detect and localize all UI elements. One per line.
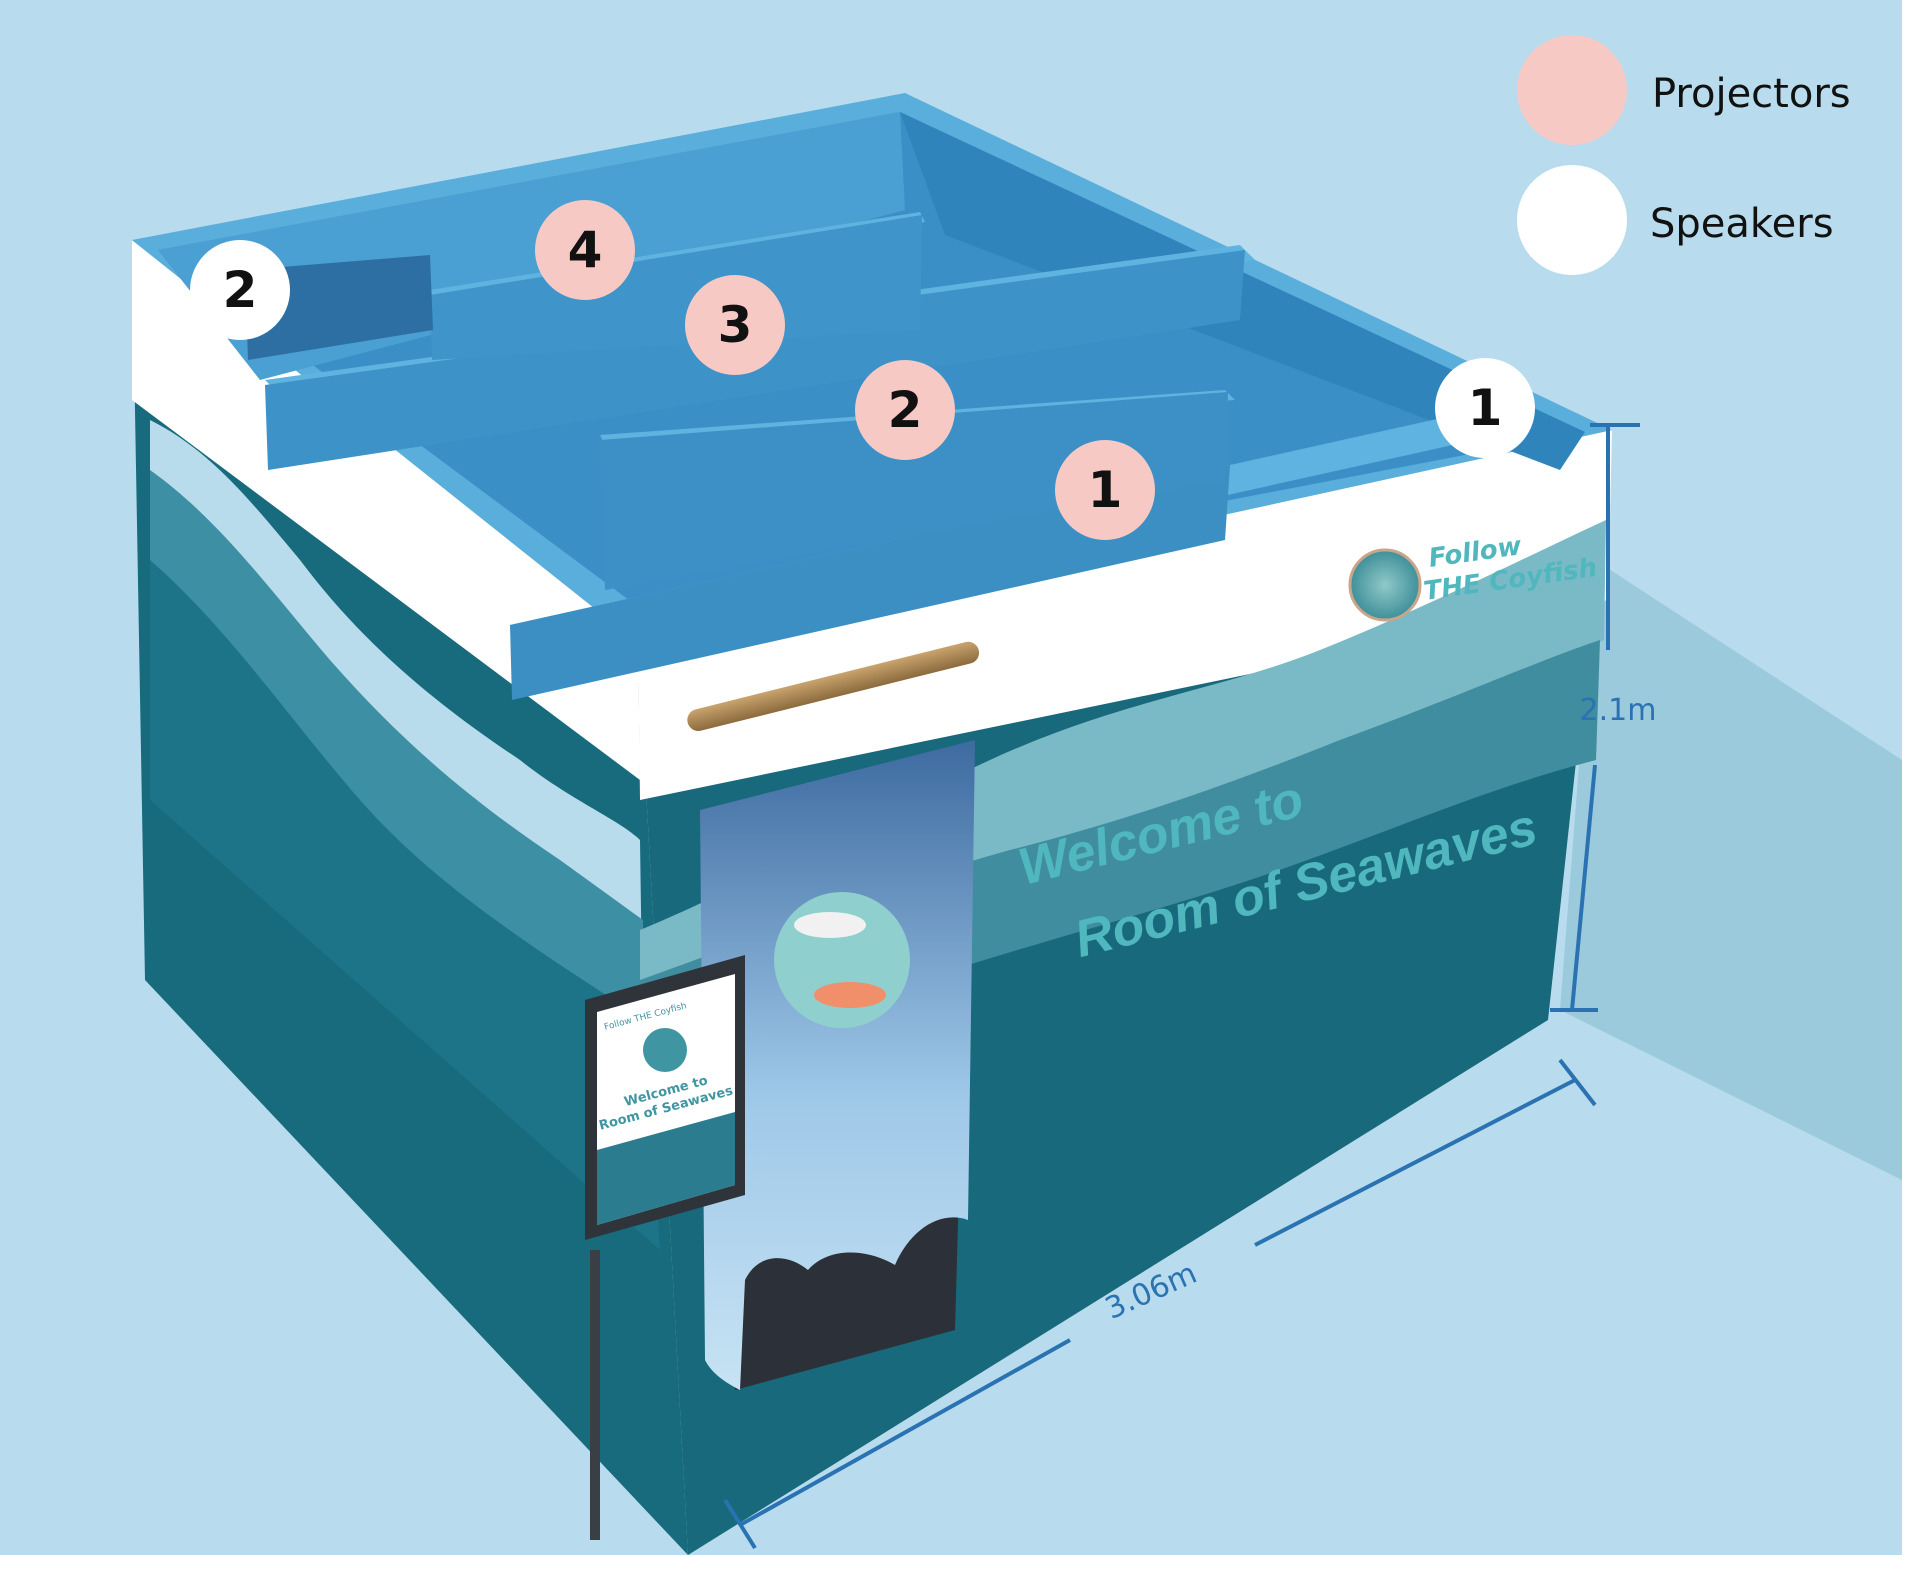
left-wall-wave-dark [150, 560, 660, 1250]
floor-shadow [1560, 560, 1902, 1180]
info-sign: Follow THE Coyfish Welcome to Room of Se… [585, 955, 745, 1540]
width-dimension-cap-right [1558, 1058, 1597, 1107]
speaker-2-panel [245, 255, 433, 360]
legend: Projectors Speakers [1517, 35, 1851, 275]
info-sign-wave [597, 1112, 735, 1225]
projector-marker-2-label: 2 [888, 381, 923, 439]
legend-speaker-label: Speakers [1650, 201, 1834, 247]
projector-marker-4: 4 [535, 200, 635, 300]
height-dimension-label: 2.1m [1580, 693, 1657, 728]
speaker-marker-2-circle [190, 240, 290, 340]
width-dimension-line-right [1254, 1078, 1576, 1247]
speaker-marker-2: 2 [190, 240, 290, 340]
partition-2-face [600, 392, 1228, 590]
curtain-rod [687, 641, 980, 732]
speaker-marker-2-label: 2 [223, 261, 258, 319]
width-dimension-cap-left [723, 1498, 757, 1550]
curtain-entrance [687, 641, 980, 1390]
height-dimension-line-bottom [1570, 764, 1597, 1011]
curtain-emblem-fish-2 [814, 982, 886, 1008]
projector-marker-4-label: 4 [568, 221, 603, 279]
curtain-emblem-fish-1 [794, 912, 866, 938]
width-dimension-line-left [739, 1338, 1071, 1527]
projector-marker-1-label: 1 [1088, 461, 1123, 519]
curtain [700, 740, 975, 1390]
projector-marker-3-label: 3 [718, 296, 753, 354]
speaker-marker-1: 1 [1435, 358, 1535, 458]
legend-projector-swatch [1517, 35, 1627, 145]
info-sign-pole [590, 1250, 600, 1540]
projector-marker-4-circle [535, 200, 635, 300]
projector-marker-1-circle [1055, 440, 1155, 540]
height-dimension: 2.1m [1550, 423, 1657, 1012]
projector-marker-3-circle [685, 275, 785, 375]
projector-marker-3: 3 [685, 275, 785, 375]
brand-logo-emblem [1348, 548, 1422, 622]
partition-4-face [430, 215, 922, 360]
left-wall-wave-mid [150, 470, 645, 1060]
info-sign-emblem [643, 1028, 687, 1072]
legend-speaker-swatch [1517, 165, 1627, 275]
partition-1-face [510, 465, 1230, 700]
projector-marker-2: 2 [855, 360, 955, 460]
front-wall-band [638, 430, 1612, 800]
speaker-marker-1-label: 1 [1468, 379, 1503, 437]
speaker-marker-1-circle [1435, 358, 1535, 458]
projector-marker-1: 1 [1055, 440, 1155, 540]
projector-marker-2-circle [855, 360, 955, 460]
legend-projector-label: Projectors [1652, 71, 1851, 117]
interior-right-wall [900, 112, 1585, 470]
